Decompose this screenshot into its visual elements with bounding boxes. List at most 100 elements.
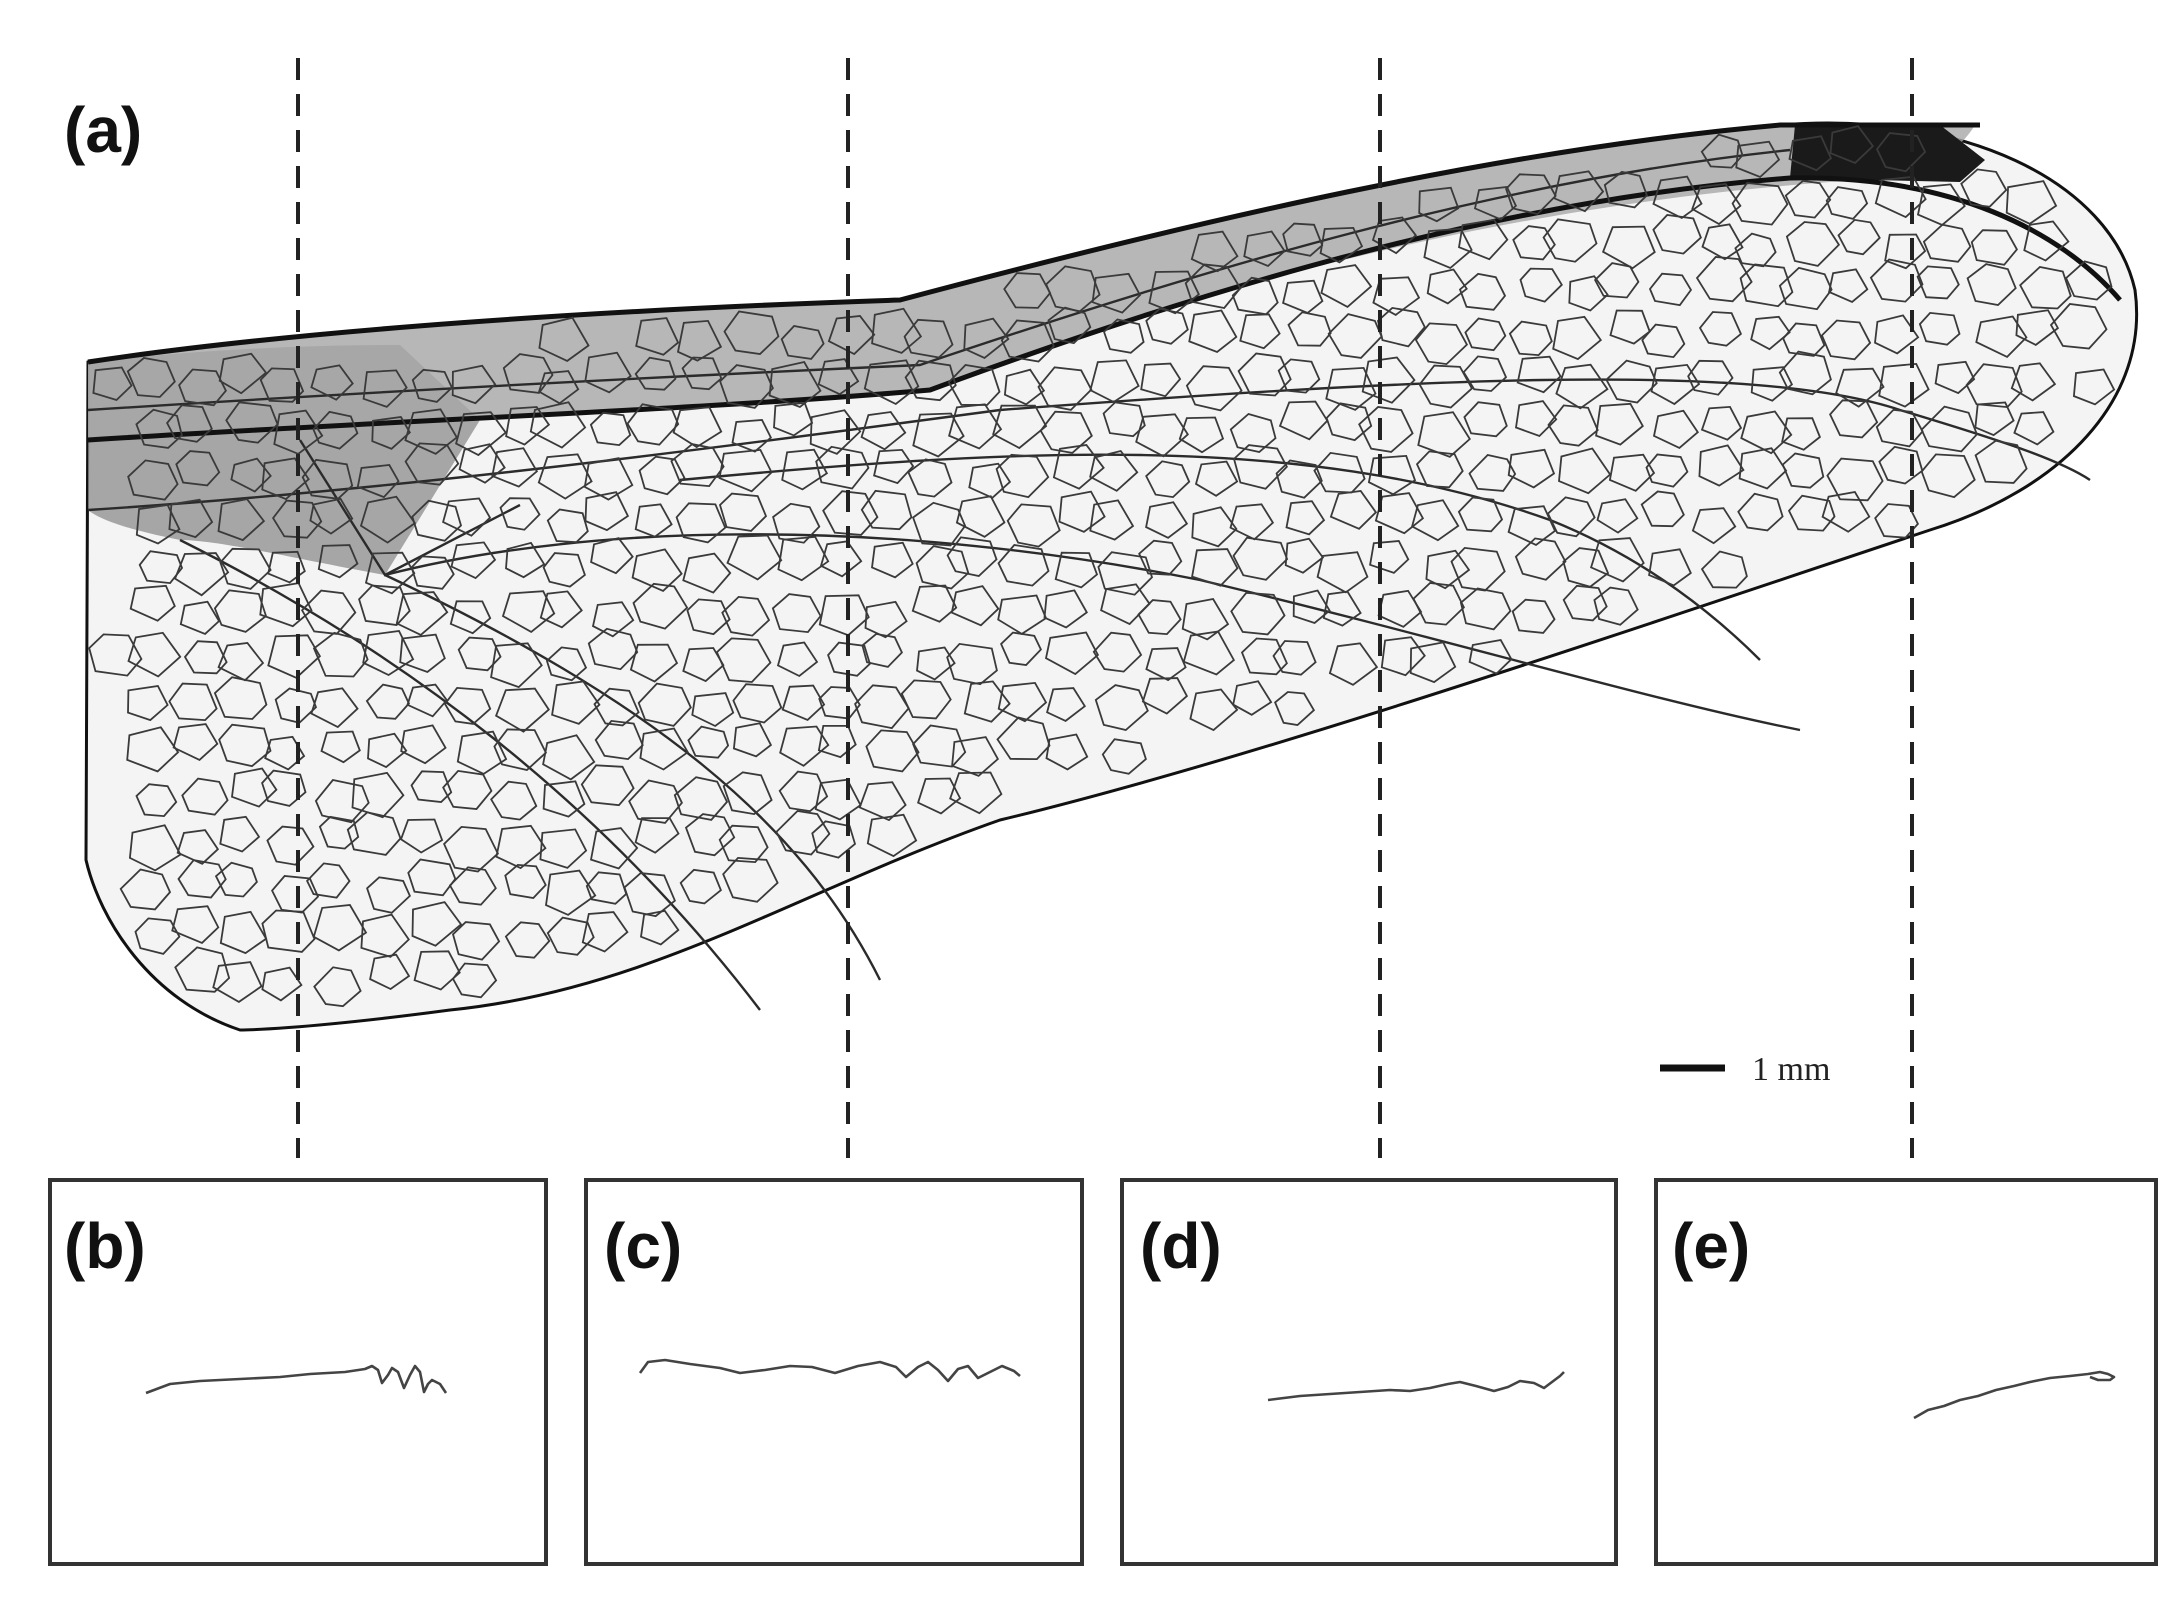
wing-cell bbox=[583, 457, 634, 501]
wing-cell bbox=[1232, 536, 1289, 581]
wing-cell bbox=[781, 448, 829, 491]
wing-cell bbox=[1277, 358, 1321, 394]
wing-cell bbox=[1006, 503, 1061, 548]
wing-cell bbox=[1640, 490, 1685, 528]
wing-cell bbox=[593, 687, 640, 727]
wing-cell bbox=[1145, 501, 1189, 539]
wing-cell bbox=[499, 497, 541, 531]
wing-cell bbox=[687, 725, 730, 759]
wing-cell bbox=[217, 642, 265, 682]
wing-cell bbox=[638, 455, 686, 496]
wing-cell bbox=[1698, 311, 1743, 347]
wing-cell bbox=[1003, 272, 1052, 309]
wing-cell bbox=[915, 545, 970, 590]
wing-cell bbox=[2010, 362, 2057, 402]
wing-cell bbox=[1458, 272, 1507, 311]
wing-cell bbox=[1037, 366, 1093, 411]
wing-cell bbox=[1974, 439, 2028, 484]
anal-vein-2 bbox=[384, 573, 882, 981]
wing-cell bbox=[225, 401, 279, 444]
wing-cell bbox=[1181, 597, 1230, 641]
wing-cell bbox=[1468, 639, 1513, 675]
wing-cell bbox=[266, 825, 315, 866]
wing-cell bbox=[715, 637, 772, 683]
wing-cell bbox=[1608, 453, 1656, 492]
wing-cell bbox=[629, 643, 679, 683]
wing-cell bbox=[1463, 401, 1508, 438]
wing-cell bbox=[404, 408, 458, 455]
wing-cell bbox=[1239, 313, 1281, 350]
wing-cell bbox=[1878, 445, 1924, 485]
wing-cell bbox=[670, 443, 725, 488]
wing-cell bbox=[1003, 368, 1046, 406]
wing-cell bbox=[458, 443, 506, 484]
wing-cell bbox=[946, 642, 998, 686]
wing-cell bbox=[1738, 447, 1788, 490]
wing-cell bbox=[1045, 733, 1089, 771]
panel-label-c: (c) bbox=[604, 1210, 682, 1282]
wing-cell bbox=[1473, 186, 1518, 221]
wing-cell bbox=[858, 781, 907, 822]
wing-cell bbox=[312, 904, 368, 952]
wing-cell bbox=[407, 858, 457, 897]
wing-cell bbox=[637, 682, 692, 727]
wing-cell bbox=[1970, 229, 2018, 266]
panel-label-e: (e) bbox=[1672, 1210, 1750, 1282]
wing-cell bbox=[1700, 550, 1748, 589]
wing-cell bbox=[1884, 233, 1927, 270]
wing-cell bbox=[860, 489, 913, 531]
wing-cell bbox=[635, 317, 680, 356]
wing-cell bbox=[1555, 363, 1609, 410]
wing-cell bbox=[1737, 492, 1784, 532]
wing-cell bbox=[359, 495, 417, 544]
wing-cell bbox=[1046, 687, 1086, 722]
wing-cell bbox=[537, 453, 593, 500]
wing-cell bbox=[1145, 460, 1191, 499]
wing-cell bbox=[365, 683, 410, 720]
wing-cell bbox=[584, 491, 630, 532]
wing-cell bbox=[1409, 641, 1457, 684]
wing-cell bbox=[1641, 323, 1686, 359]
wing-cell bbox=[1191, 548, 1239, 587]
cross-section-panel-e: (e) bbox=[1654, 1178, 2158, 1566]
wing-cell bbox=[948, 403, 1003, 450]
wing-cell bbox=[1750, 315, 1791, 351]
panel-label-b: (b) bbox=[64, 1210, 146, 1282]
wing-cell bbox=[1089, 449, 1139, 492]
wing-cell bbox=[1457, 496, 1504, 533]
wing-cell bbox=[1547, 404, 1599, 447]
wing-cell bbox=[684, 813, 736, 857]
wing-cell bbox=[632, 582, 689, 630]
wing-cell bbox=[1869, 258, 1924, 303]
wing-cell bbox=[963, 317, 1010, 360]
wing-panel-a: 1 mm (a) bbox=[64, 94, 2138, 1088]
panel-frame-d bbox=[1120, 1178, 1618, 1566]
wing-cell bbox=[1648, 272, 1693, 307]
wing-cell bbox=[183, 640, 228, 675]
wing-cell bbox=[1039, 410, 1093, 454]
wing-cell bbox=[1505, 173, 1557, 215]
wing-cell bbox=[778, 770, 829, 813]
wing-cell bbox=[1512, 225, 1556, 261]
wing-cell bbox=[1652, 409, 1699, 449]
wing-cell bbox=[861, 632, 903, 668]
cross-section-panel-d: (d) bbox=[1120, 1178, 1618, 1566]
wing-cell bbox=[310, 687, 359, 729]
wing-cell bbox=[505, 541, 546, 579]
wing-cell bbox=[367, 732, 408, 769]
wing-cell bbox=[773, 401, 814, 437]
wing-cell bbox=[1325, 402, 1373, 442]
wing-cell bbox=[129, 584, 176, 622]
wing-cell bbox=[1282, 222, 1324, 257]
wing-cell bbox=[1875, 132, 1927, 173]
wing-cell bbox=[1829, 125, 1875, 164]
wing-cell bbox=[1920, 405, 1978, 453]
wing-cell bbox=[1516, 355, 1562, 394]
wing-cell bbox=[1788, 135, 1833, 172]
wing-cell bbox=[1140, 362, 1182, 398]
wing-cell bbox=[177, 859, 227, 899]
wing-cell bbox=[871, 307, 923, 354]
wing-cell bbox=[718, 492, 768, 532]
wing-cell bbox=[312, 631, 369, 678]
wing-cell bbox=[410, 555, 455, 590]
